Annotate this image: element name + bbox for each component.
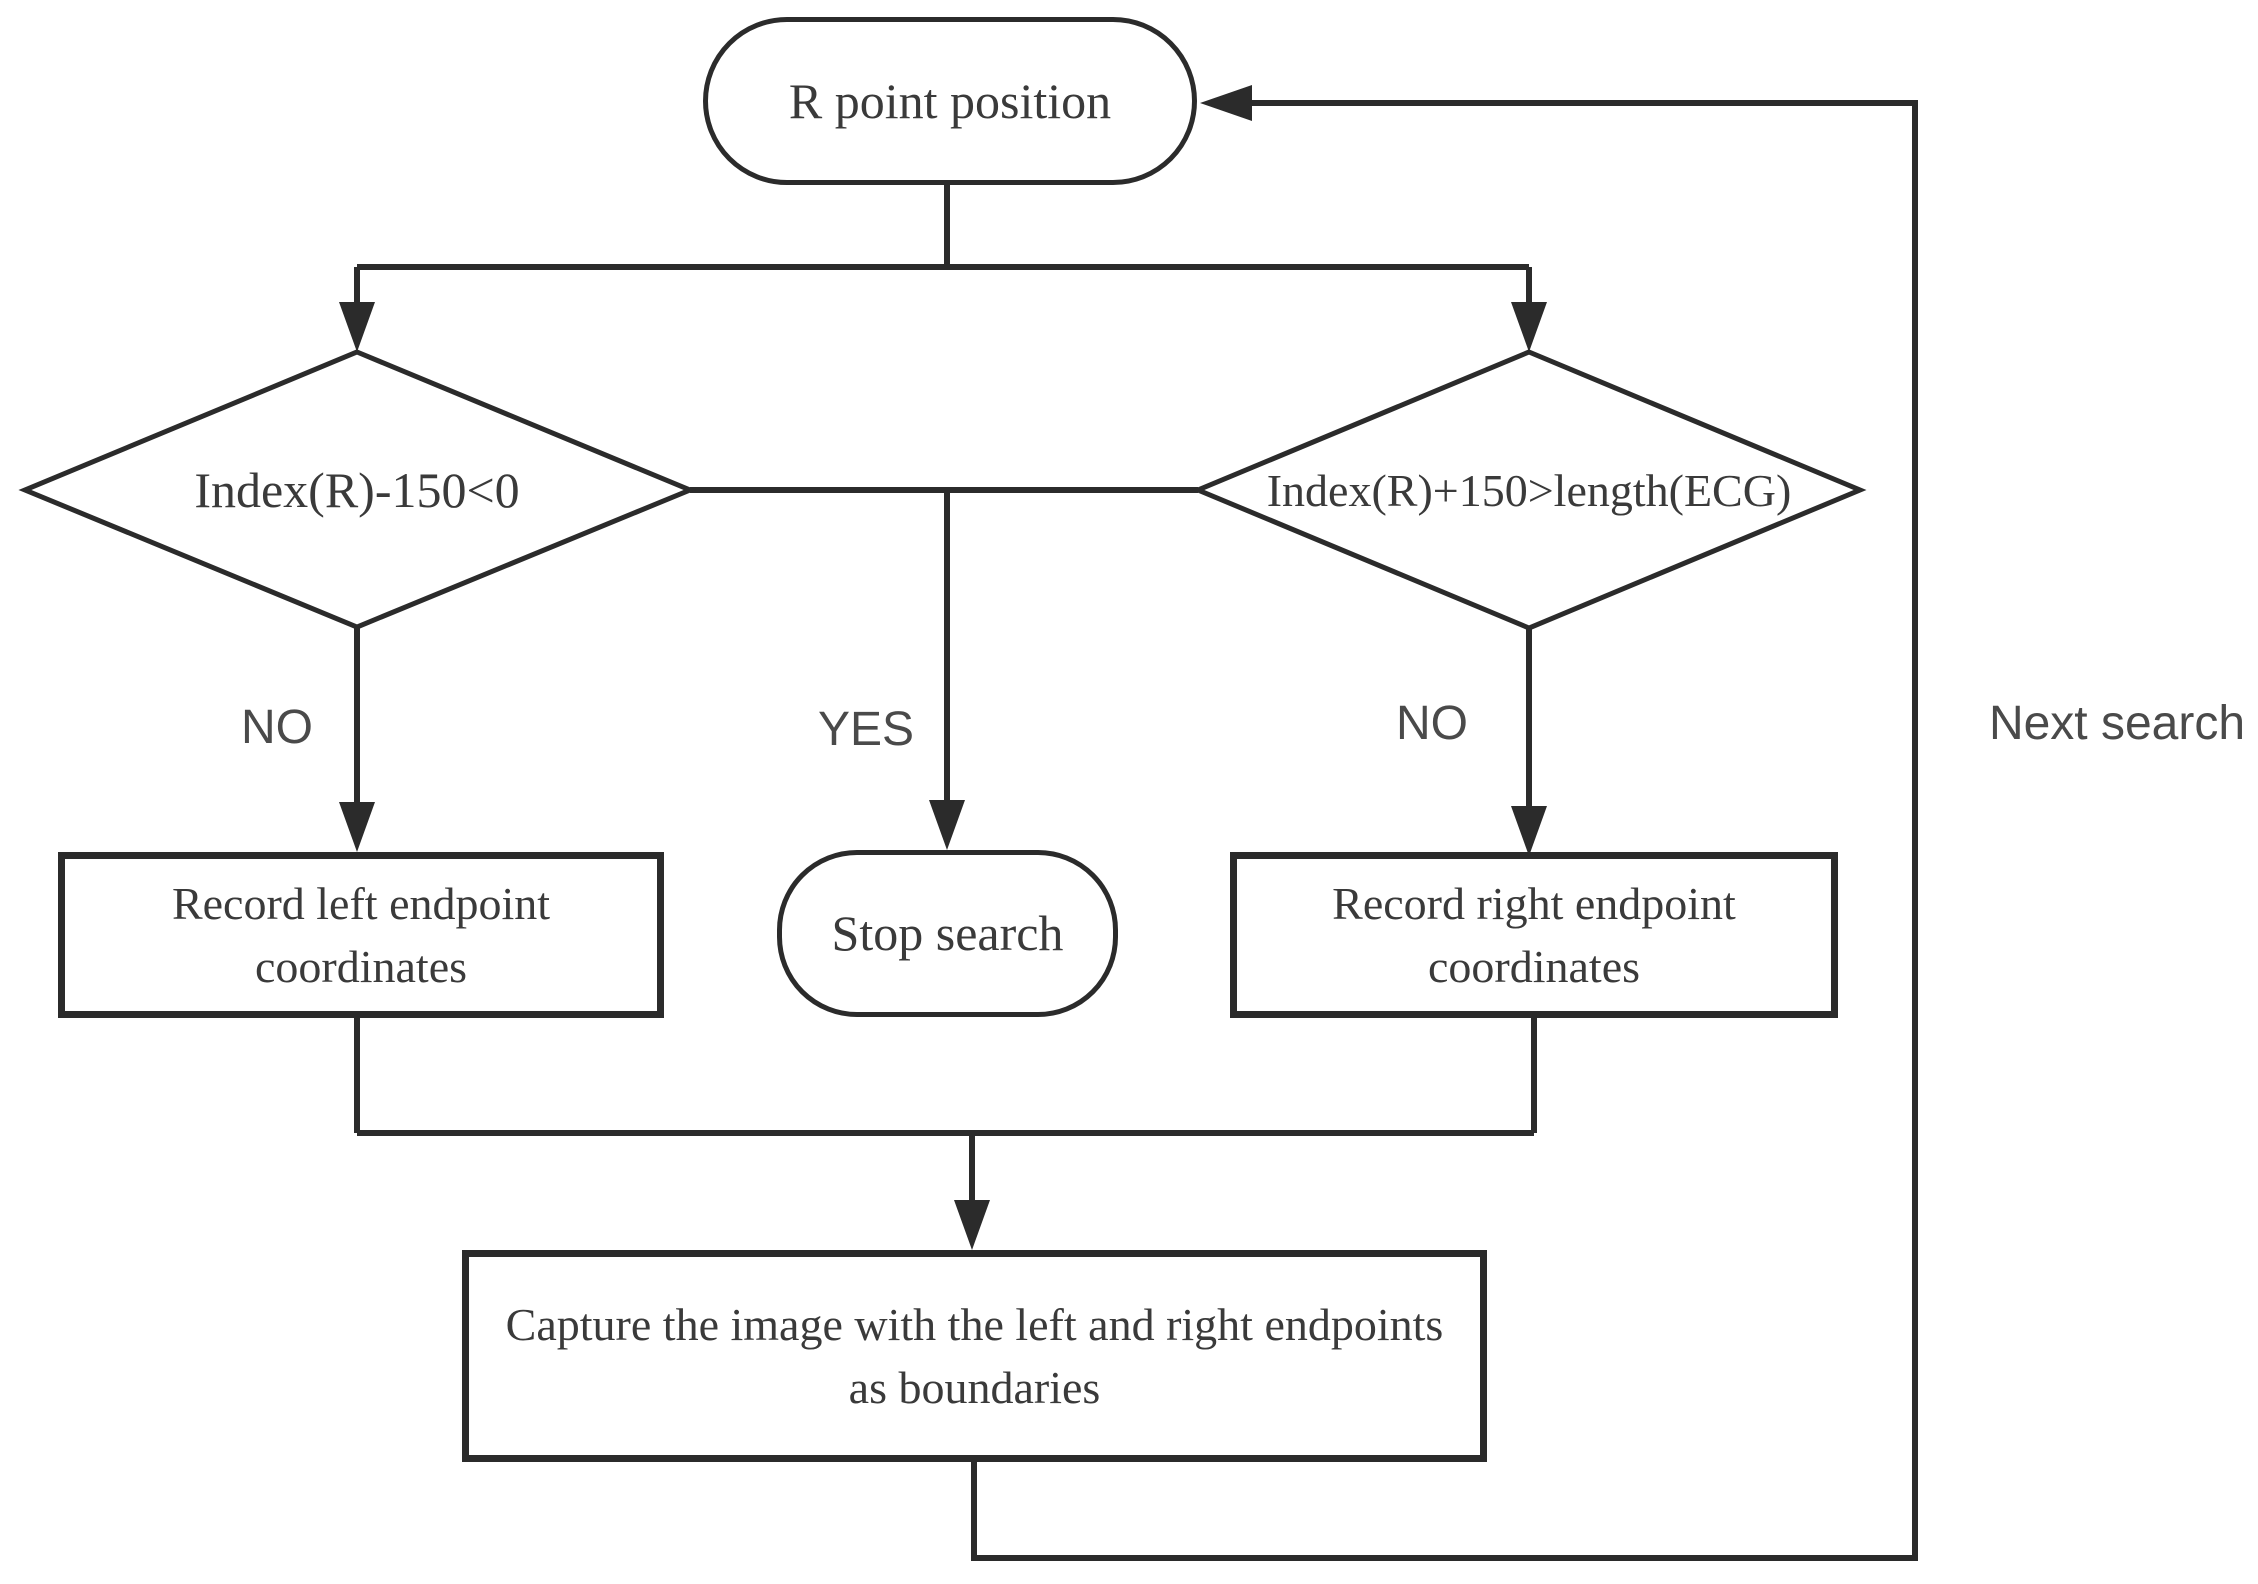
record-right-endpoint-node: Record right endpoint coordinates (1230, 852, 1838, 1018)
arrowhead-into-start (1200, 85, 1252, 121)
stop-search-label: Stop search (831, 905, 1064, 961)
diamond-left-condition (18, 349, 697, 630)
left-condition-label: Index(R)-150<0 (194, 462, 520, 518)
capture-image-node: Capture the image with the left and righ… (462, 1250, 1487, 1462)
start-node-label: R point position (788, 72, 1112, 129)
record-left-endpoint-node: Record left endpoint coordinates (58, 852, 664, 1018)
arrowhead-into-stop (929, 800, 965, 850)
diamond-right-condition (1191, 349, 1867, 631)
edge-next-search-loop (971, 100, 1918, 1561)
arrowhead-into-capture (954, 1200, 990, 1250)
edge-label-no-left: NO (241, 701, 313, 754)
arrowhead-into-left-diamond (339, 302, 375, 352)
right-condition-label: Index(R)+150>length(ECG) (1266, 464, 1792, 516)
record-left-endpoint-label: Record left endpoint coordinates (171, 877, 551, 992)
edge-label-no-right: NO (1396, 697, 1468, 750)
capture-image-label: Capture the image with the left and righ… (505, 1298, 1444, 1413)
edge-label-next-search: Next search (1988, 697, 2246, 750)
record-right-endpoint-label: Record right endpoint coordinates (1332, 877, 1736, 992)
arrowhead-into-right-box (1511, 806, 1547, 856)
stop-search-node: Stop search (777, 850, 1118, 1017)
arrowhead-into-right-diamond (1511, 302, 1547, 352)
arrowhead-into-left-box (339, 802, 375, 852)
start-node: R point position (703, 17, 1197, 185)
edge-label-yes: YES (817, 703, 915, 756)
